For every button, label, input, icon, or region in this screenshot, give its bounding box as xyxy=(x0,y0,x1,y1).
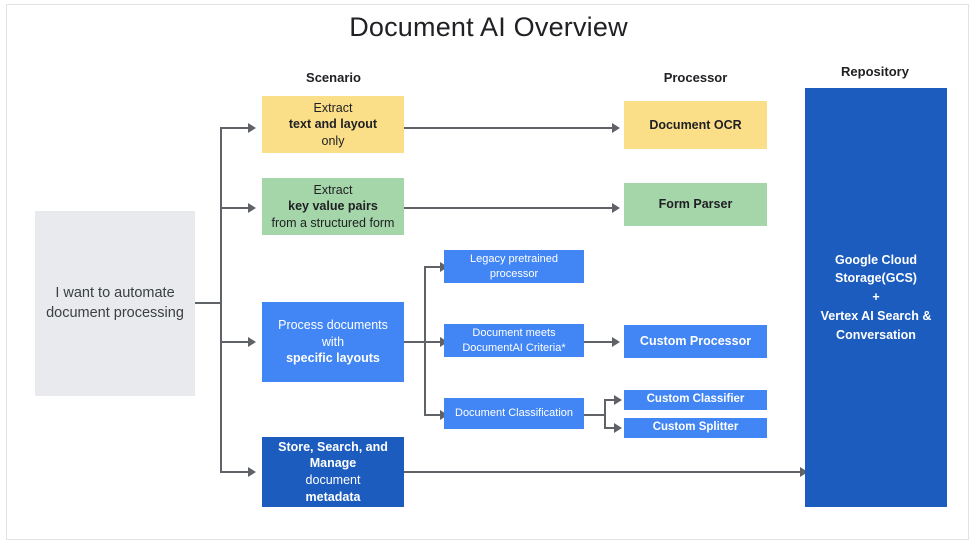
connector-key-value-to-form-parser xyxy=(404,207,618,209)
middle-label-document-meets-criteria: Document meets DocumentAI Criteria* xyxy=(462,326,566,354)
connector-branch-2 xyxy=(220,207,254,209)
processor-label-custom-classifier: Custom Classifier xyxy=(646,393,745,406)
repository-line-2: Storage(GCS) xyxy=(835,271,917,286)
arrow-head-branch-2 xyxy=(248,203,256,213)
arrow-head-custom-processor xyxy=(612,337,620,347)
connector-text-layout-to-ocr xyxy=(404,127,618,129)
middle-box-document-meets-criteria[interactable]: Document meets DocumentAI Criteria* xyxy=(444,324,584,357)
repository-line-3: Vertex AI Search & xyxy=(820,308,932,323)
arrow-head-branch-4 xyxy=(248,467,256,477)
arrow-head-custom-classifier xyxy=(614,395,622,405)
connector-middle-branch-2 xyxy=(424,341,446,343)
arrow-head-branch-1 xyxy=(248,123,256,133)
connector-split-to-classifier xyxy=(604,399,620,401)
processor-box-document-ocr[interactable]: Document OCR xyxy=(624,101,767,149)
repository-text: Google Cloud Storage(GCS) + Vertex AI Se… xyxy=(821,251,932,345)
column-header-scenario: Scenario xyxy=(306,70,361,85)
middle-label-legacy-pretrained: Legacy pretrained processor xyxy=(469,252,559,280)
column-header-processor: Processor xyxy=(663,70,728,85)
repository-panel[interactable]: Google Cloud Storage(GCS) + Vertex AI Se… xyxy=(805,88,947,507)
arrow-head-custom-splitter xyxy=(614,423,622,433)
processor-box-custom-processor[interactable]: Custom Processor xyxy=(624,325,767,358)
connector-middle-branch-3 xyxy=(424,414,446,416)
processor-box-form-parser[interactable]: Form Parser xyxy=(624,183,767,226)
repository-line-1: Google Cloud xyxy=(835,252,917,267)
scenario-label-extract-key-value: Extract key value pairs from a structure… xyxy=(271,182,395,230)
arrow-head-repository xyxy=(800,467,808,477)
scenario-box-process-specific-layouts[interactable]: Process documents with specific layouts xyxy=(262,302,404,382)
input-box-label: I want to automate document processing xyxy=(46,285,184,321)
column-header-repository: Repository xyxy=(841,64,909,79)
connector-main-trunk xyxy=(220,128,222,473)
connector-store-to-repository xyxy=(404,471,810,473)
scenario-label-extract-text-layout: Extract text and layout only xyxy=(288,100,378,148)
connector-layouts-stub xyxy=(404,341,426,343)
scenario-label-store-search-manage: Store, Search, and Manage document metad… xyxy=(278,439,388,504)
connector-input-stub xyxy=(195,302,222,304)
middle-label-document-classification: Document Classification xyxy=(455,407,573,420)
connector-branch-4 xyxy=(220,471,254,473)
connector-split-to-splitter xyxy=(604,427,620,429)
processor-box-custom-splitter[interactable]: Custom Splitter xyxy=(624,418,767,438)
processor-label-custom-processor: Custom Processor xyxy=(639,334,752,349)
connector-middle-branch-1 xyxy=(424,266,446,268)
arrow-head-form-parser xyxy=(612,203,620,213)
scenario-box-extract-key-value[interactable]: Extract key value pairs from a structure… xyxy=(262,178,404,235)
processor-box-custom-classifier[interactable]: Custom Classifier xyxy=(624,390,767,410)
input-box-automate-document-processing[interactable]: I want to automate document processing xyxy=(35,211,195,396)
scenario-box-extract-text-layout[interactable]: Extract text and layout only xyxy=(262,96,404,153)
processor-label-form-parser: Form Parser xyxy=(658,197,733,212)
connector-classification-stub xyxy=(584,414,606,416)
page-title: Document AI Overview xyxy=(349,12,628,42)
middle-box-document-classification[interactable]: Document Classification xyxy=(444,398,584,429)
processor-label-document-ocr: Document OCR xyxy=(649,117,742,132)
repository-line-4: Conversation xyxy=(836,327,916,342)
arrow-head-branch-3 xyxy=(248,337,256,347)
connector-classification-split-trunk xyxy=(604,400,606,428)
connector-branch-1 xyxy=(220,127,254,129)
connector-branch-3 xyxy=(220,341,254,343)
connector-criteria-to-custom-processor xyxy=(584,341,618,343)
scenario-label-process-specific-layouts: Process documents with specific layouts xyxy=(278,318,388,366)
processor-label-custom-splitter: Custom Splitter xyxy=(652,421,739,434)
middle-box-legacy-pretrained[interactable]: Legacy pretrained processor xyxy=(444,250,584,283)
scenario-box-store-search-manage[interactable]: Store, Search, and Manage document metad… xyxy=(262,437,404,507)
arrow-head-document-ocr xyxy=(612,123,620,133)
repository-plus: + xyxy=(872,290,880,305)
